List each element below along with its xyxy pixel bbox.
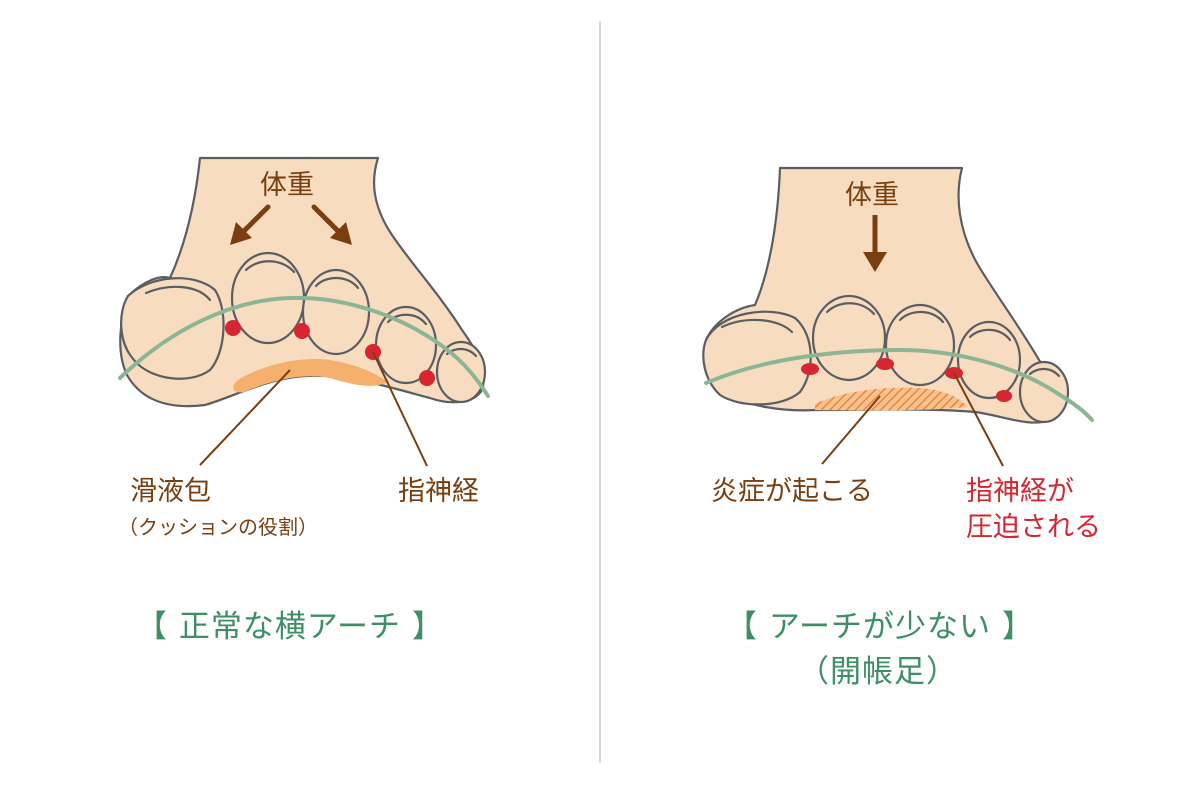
right-toe-4 [956, 320, 1022, 400]
left-toe-3 [301, 268, 371, 356]
right-nerve-dot [801, 363, 819, 375]
diagonal-arrow-icon [230, 204, 352, 245]
right-inflamed-bursa [815, 387, 968, 411]
right-nerve-line [704, 347, 1094, 422]
left-nerve-dot [419, 370, 435, 386]
left-nerve-leader [372, 351, 428, 467]
left-bursa-label: 滑液包 [130, 476, 211, 507]
right-weight-label: 体重 [845, 180, 899, 211]
right-nerve-label-line1: 指神経が [966, 476, 1074, 507]
right-caption-line2: （開帳足） [798, 654, 958, 690]
right-nerve-dot [996, 390, 1012, 402]
right-nerve-label-line2: 圧迫される [966, 512, 1101, 543]
left-nerve-dot [225, 320, 241, 336]
right-caption-line1: 【 アーチが少ない 】 [726, 609, 1034, 645]
right-toe-3 [884, 303, 956, 387]
left-nerve-label: 指神経 [398, 476, 479, 507]
left-bursa-leader [199, 369, 291, 466]
right-inflammation-leader [821, 395, 881, 465]
right-toe-2 [811, 294, 887, 382]
left-bursa-note: （クッションの役割） [118, 515, 318, 539]
left-nerve-line [118, 295, 490, 398]
down-arrow-icon [863, 215, 887, 272]
left-weight-label: 体重 [260, 170, 314, 201]
left-toe-5 [435, 340, 487, 404]
left-nerve-dot [294, 323, 310, 339]
left-caption: 【 正常な横アーチ 】 [136, 609, 444, 645]
right-inflammation-label: 炎症が起こる [711, 476, 873, 507]
right-big-toe [702, 310, 812, 406]
right-nerve-dot [876, 358, 894, 370]
right-nerve-leader [953, 372, 1004, 467]
right-toe-5 [1018, 360, 1070, 424]
left-bursa [233, 359, 388, 393]
